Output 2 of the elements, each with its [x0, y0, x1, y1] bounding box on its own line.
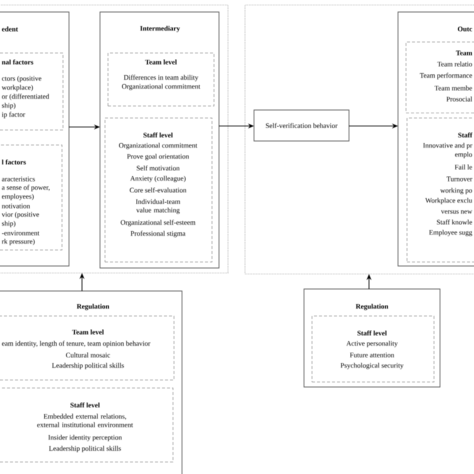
group-frame [244, 4, 474, 274]
group-frame [0, 4, 228, 274]
